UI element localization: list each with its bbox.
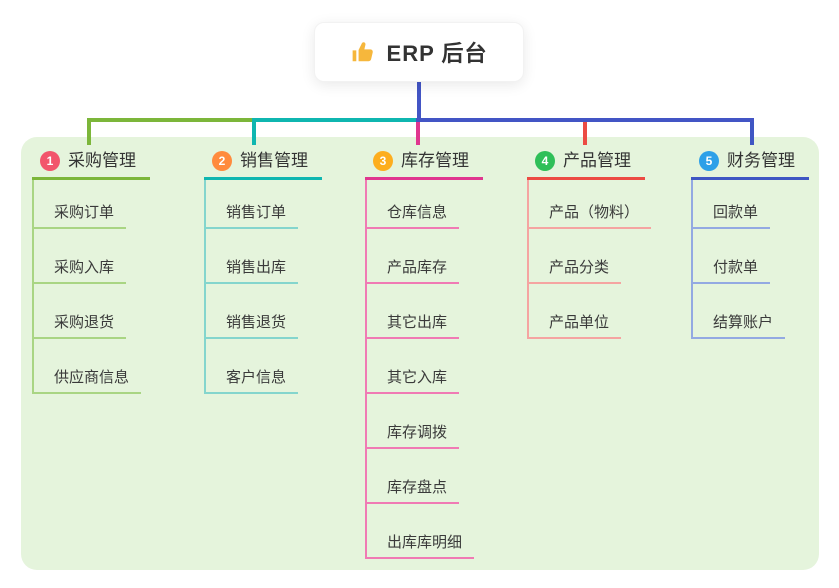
branch-1: 1 采购管理采购订单采购入库采购退货供应商信息: [32, 149, 150, 394]
connector-drop-2: [252, 118, 256, 145]
branch-node[interactable]: 3 库存管理: [365, 149, 483, 180]
child-node[interactable]: 采购退货: [34, 284, 127, 339]
child-node[interactable]: 出库库明细: [367, 504, 475, 559]
child-node[interactable]: 供应商信息: [34, 339, 142, 394]
branches-panel: [21, 137, 819, 570]
branch-number-badge: 1: [40, 151, 60, 171]
branch-number-badge: 2: [212, 151, 232, 171]
root-label: ERP 后台: [386, 41, 488, 66]
child-node[interactable]: 销售出库: [206, 229, 299, 284]
branch-2: 2 销售管理销售订单销售出库销售退货客户信息: [204, 149, 322, 394]
child-node[interactable]: 采购入库: [34, 229, 127, 284]
child-node[interactable]: 其它入库: [367, 339, 460, 394]
branch-node[interactable]: 5 财务管理: [691, 149, 809, 180]
child-node[interactable]: 产品库存: [367, 229, 460, 284]
child-node[interactable]: 产品分类: [529, 229, 622, 284]
connector-horizontal-1: [87, 118, 256, 122]
connector-horizontal-3: [416, 118, 754, 122]
branch-label: 产品管理: [563, 151, 631, 170]
child-node[interactable]: 销售订单: [206, 180, 299, 229]
branch-5: 5 财务管理回款单付款单结算账户: [691, 149, 809, 339]
branch-children: 回款单付款单结算账户: [691, 180, 786, 339]
child-node[interactable]: 库存调拨: [367, 394, 460, 449]
connector-drop-5: [750, 118, 754, 145]
branch-children: 销售订单销售出库销售退货客户信息: [204, 180, 299, 394]
child-node[interactable]: 库存盘点: [367, 449, 460, 504]
root-node[interactable]: ERP 后台: [314, 22, 524, 82]
branch-node[interactable]: 2 销售管理: [204, 149, 322, 180]
child-node[interactable]: 仓库信息: [367, 180, 460, 229]
child-node[interactable]: 采购订单: [34, 180, 127, 229]
connector-root-vertical: [417, 82, 421, 122]
connector-drop-4: [583, 118, 587, 145]
branch-children: 仓库信息产品库存其它出库其它入库库存调拨库存盘点出库库明细: [365, 180, 475, 559]
branch-4: 4 产品管理产品（物料）产品分类产品单位: [527, 149, 652, 339]
branch-label: 采购管理: [68, 151, 136, 170]
branch-3: 3 库存管理仓库信息产品库存其它出库其它入库库存调拨库存盘点出库库明细: [365, 149, 483, 559]
child-node[interactable]: 销售退货: [206, 284, 299, 339]
branch-label: 库存管理: [401, 151, 469, 170]
branch-number-badge: 3: [373, 151, 393, 171]
thumbs-up-icon: [352, 42, 373, 62]
child-node[interactable]: 客户信息: [206, 339, 299, 394]
branch-children: 采购订单采购入库采购退货供应商信息: [32, 180, 142, 394]
child-node[interactable]: 产品单位: [529, 284, 622, 339]
connector-drop-1: [87, 118, 91, 145]
branch-number-badge: 4: [535, 151, 555, 171]
child-node[interactable]: 付款单: [693, 229, 771, 284]
child-node[interactable]: 其它出库: [367, 284, 460, 339]
branch-node[interactable]: 1 采购管理: [32, 149, 150, 180]
connector-drop-3: [416, 118, 420, 145]
branch-children: 产品（物料）产品分类产品单位: [527, 180, 652, 339]
branch-label: 财务管理: [727, 151, 795, 170]
child-node[interactable]: 回款单: [693, 180, 771, 229]
branch-label: 销售管理: [240, 151, 308, 170]
child-node[interactable]: 结算账户: [693, 284, 786, 339]
branch-number-badge: 5: [699, 151, 719, 171]
branch-node[interactable]: 4 产品管理: [527, 149, 645, 180]
child-node[interactable]: 产品（物料）: [529, 180, 652, 229]
connector-horizontal-2: [252, 118, 420, 122]
